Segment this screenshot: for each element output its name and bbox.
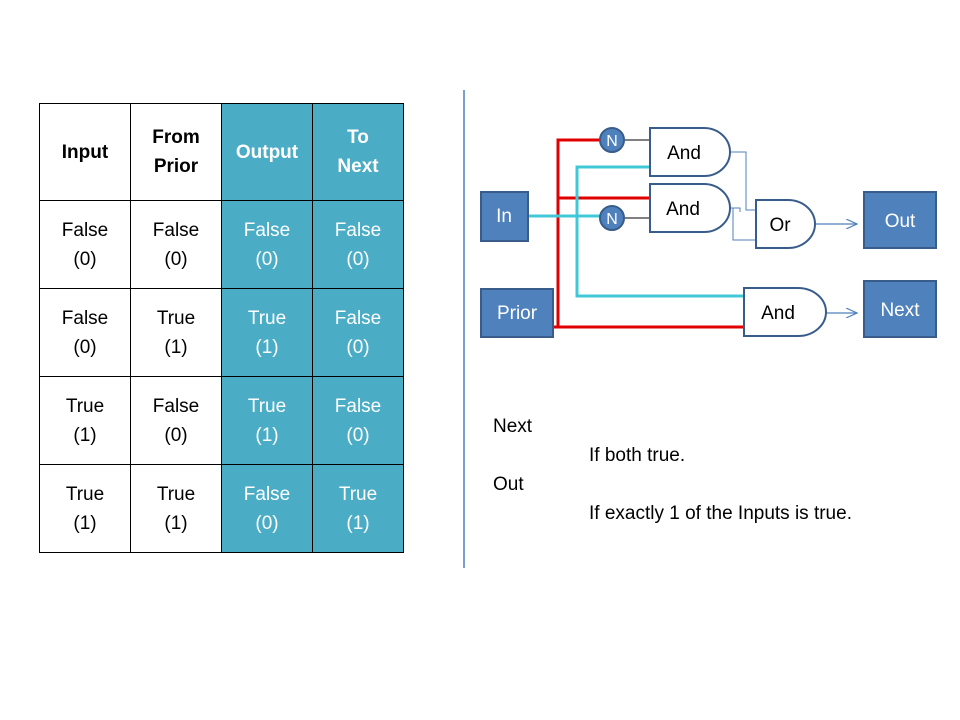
prior-input-box: Prior: [480, 288, 554, 338]
table-cell: False(0): [312, 288, 404, 377]
in-label: In: [496, 206, 512, 227]
table-cell: False(0): [221, 464, 313, 553]
table-cell: False(0): [130, 200, 222, 289]
table-row: False(0) False(0) False(0) False(0): [39, 200, 404, 289]
next-label: Next: [880, 300, 920, 321]
table-cell: False(0): [130, 376, 222, 465]
out-label: Out: [885, 211, 916, 232]
and-gate-middle-label: And: [666, 199, 700, 220]
in-input-box: In: [480, 191, 529, 242]
and-gate-top: And: [649, 127, 731, 177]
table-cell: True(1): [221, 288, 313, 377]
or-gate-label: Or: [769, 215, 791, 236]
prior-wires: [553, 138, 744, 329]
table-cell: False(0): [39, 288, 131, 377]
not-gate-bottom-label: N: [606, 211, 618, 228]
and-gate-bottom: And: [743, 287, 827, 337]
and-to-or-wires: [730, 151, 756, 241]
table-cell: True(1): [130, 288, 222, 377]
table-cell: False(0): [312, 376, 404, 465]
table-row: True(1) False(0) True(1) False(0): [39, 376, 404, 465]
header-input: Input: [39, 103, 131, 201]
table-row: True(1) True(1) False(0) True(1): [39, 464, 404, 553]
table-cell: True(1): [312, 464, 404, 553]
not-gate-bottom: N: [599, 205, 625, 231]
not-gate-top: N: [599, 127, 625, 153]
table-cell: True(1): [39, 376, 131, 465]
table-cell: False(0): [39, 200, 131, 289]
next-description-text: If both true.: [589, 445, 686, 466]
table-cell: False(0): [312, 200, 404, 289]
table-cell: True(1): [130, 464, 222, 553]
table-cell: True(1): [39, 464, 131, 553]
and-gate-bottom-label: And: [761, 303, 795, 324]
table-cell: True(1): [221, 376, 313, 465]
next-description-label: Next: [493, 416, 533, 437]
and-gate-top-label: And: [667, 143, 701, 164]
and-gate-middle: And: [649, 183, 731, 233]
out-output-box: Out: [863, 191, 937, 249]
or-gate: Or: [755, 199, 816, 249]
in-wires: [528, 165, 744, 298]
not-output-wires: [624, 139, 650, 219]
prior-label: Prior: [497, 303, 538, 324]
out-description-label: Out: [493, 474, 524, 495]
next-output-box: Next: [863, 280, 937, 338]
table-row: False(0) True(1) True(1) False(0): [39, 288, 404, 377]
not-gate-top-label: N: [606, 133, 618, 150]
out-description-text: If exactly 1 of the Inputs is true.: [589, 503, 852, 524]
table-cell: False(0): [221, 200, 313, 289]
